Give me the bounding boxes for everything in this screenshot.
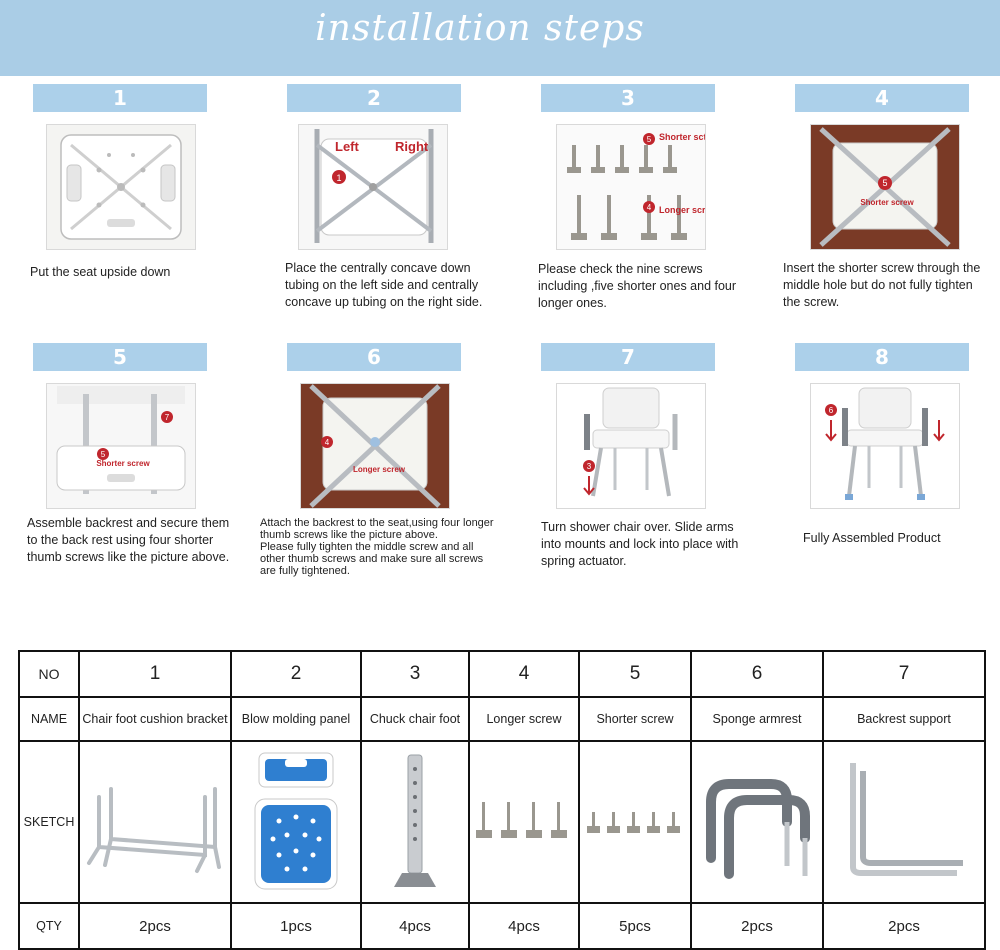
part-4-sketch	[468, 740, 580, 904]
part-4-name: Longer screw	[468, 696, 580, 742]
svg-text:4: 4	[647, 203, 652, 212]
part-7-qty: 2pcs	[822, 902, 986, 950]
svg-text:Shorter sctew: Shorter sctew	[659, 132, 705, 142]
foot-bracket-drawing	[87, 787, 221, 873]
step-5-photo: 7 5 Shorter screw	[46, 383, 196, 509]
part-4-qty: 4pcs	[468, 902, 580, 950]
svg-text:Left: Left	[335, 139, 360, 154]
step-3-photo: 5 Shorter sctew 4 Longer screw	[556, 124, 706, 250]
part-6-sketch	[690, 740, 824, 904]
table-row-no: NO 1 2 3 4 5 6 7	[18, 650, 986, 698]
svg-text:4: 4	[325, 438, 330, 447]
step-5-text: Assemble backrest and secure them to the…	[27, 516, 230, 564]
part-3-qty: 4pcs	[360, 902, 470, 950]
table-row-qty: QTY 2pcs 1pcs 4pcs 4pcs 5pcs 2pcs 2pcs	[18, 902, 986, 950]
step-4-photo: 5 Shorter screw	[810, 124, 960, 250]
step-6-text: Attach the backrest to the seat,using fo…	[260, 517, 500, 577]
part-5-sketch	[578, 740, 692, 904]
step-4-header: 4	[795, 84, 969, 112]
part-4-no: 4	[468, 650, 580, 698]
part-3-sketch	[360, 740, 470, 904]
part-2-no: 2	[230, 650, 362, 698]
svg-text:Longer screw: Longer screw	[659, 205, 705, 215]
svg-text:5: 5	[647, 135, 652, 144]
sponge-armrest-drawing	[706, 779, 810, 879]
svg-text:Shorter screw: Shorter screw	[860, 198, 914, 207]
svg-text:Right: Right	[395, 139, 429, 154]
chair-foot-drawing	[394, 754, 436, 887]
svg-text:7: 7	[165, 413, 170, 422]
row-label-no: NO	[18, 650, 80, 698]
step-5-header: 5	[33, 343, 207, 371]
part-2-qty: 1pcs	[230, 902, 362, 950]
row-label-qty: QTY	[18, 902, 80, 950]
step-8-header: 8	[795, 343, 969, 371]
part-6-no: 6	[690, 650, 824, 698]
step-3-text: Please check the nine screws including ,…	[538, 262, 737, 310]
part-1-sketch	[78, 740, 232, 904]
step-1-photo	[46, 124, 196, 250]
step-2-header: 2	[287, 84, 461, 112]
step-4-text: Insert the shorter screw through the mid…	[783, 261, 981, 309]
part-6-name: Sponge armrest	[690, 696, 824, 742]
table-row-sketch: SKETCH	[18, 740, 986, 904]
step-6-header: 6	[287, 343, 461, 371]
backrest-support-drawing	[850, 763, 963, 876]
svg-text:5: 5	[882, 178, 887, 188]
shorter-screw-drawing	[587, 812, 680, 833]
part-3-name: Chuck chair foot	[360, 696, 470, 742]
step-2-photo: Left Right 1	[298, 124, 448, 250]
step-1-text: Put the seat upside down	[30, 265, 171, 279]
step-8-text: Fully Assembled Product	[803, 531, 941, 545]
title-banner: installation steps	[0, 0, 1000, 76]
step-7-text: Turn shower chair over. Slide arms into …	[541, 520, 739, 568]
step-1-header: 1	[33, 84, 207, 112]
part-5-name: Shorter screw	[578, 696, 692, 742]
step-7-photo: 3	[556, 383, 706, 509]
step-6-text-part1: Attach the backrest to the seat,using fo…	[260, 517, 494, 541]
part-6-qty: 2pcs	[690, 902, 824, 950]
svg-text:Longer screw: Longer screw	[353, 465, 406, 474]
part-7-no: 7	[822, 650, 986, 698]
parts-table: NO 1 2 3 4 5 6 7 NAME Chair foot cushion…	[18, 650, 986, 950]
part-2-name: Blow molding panel	[230, 696, 362, 742]
part-7-name: Backrest support	[822, 696, 986, 742]
row-label-name: NAME	[18, 696, 80, 742]
molding-panel-drawing	[254, 752, 338, 890]
part-1-qty: 2pcs	[78, 902, 232, 950]
svg-text:5: 5	[101, 450, 106, 459]
part-1-no: 1	[78, 650, 232, 698]
part-5-no: 5	[578, 650, 692, 698]
part-2-sketch	[230, 740, 362, 904]
svg-text:6: 6	[829, 406, 834, 415]
step-8-photo: 6	[810, 383, 960, 509]
part-5-qty: 5pcs	[578, 902, 692, 950]
part-7-sketch	[822, 740, 986, 904]
table-row-name: NAME Chair foot cushion bracket Blow mol…	[18, 696, 986, 742]
step-2-text: Place the centrally concave down tubing …	[285, 261, 483, 309]
part-1-name: Chair foot cushion bracket	[78, 696, 232, 742]
step-6-text-part2: Please fully tighten the middle screw an…	[260, 541, 484, 577]
part-3-no: 3	[360, 650, 470, 698]
step-3-header: 3	[541, 84, 715, 112]
longer-screw-drawing	[476, 802, 567, 838]
step-6-photo: 4 Longer screw	[300, 383, 450, 509]
svg-text:Shorter screw: Shorter screw	[96, 459, 150, 468]
page-title: installation steps	[315, 8, 645, 49]
step-7-header: 7	[541, 343, 715, 371]
svg-text:3: 3	[587, 462, 592, 471]
svg-text:1: 1	[336, 173, 341, 183]
row-label-sketch: SKETCH	[18, 740, 80, 904]
